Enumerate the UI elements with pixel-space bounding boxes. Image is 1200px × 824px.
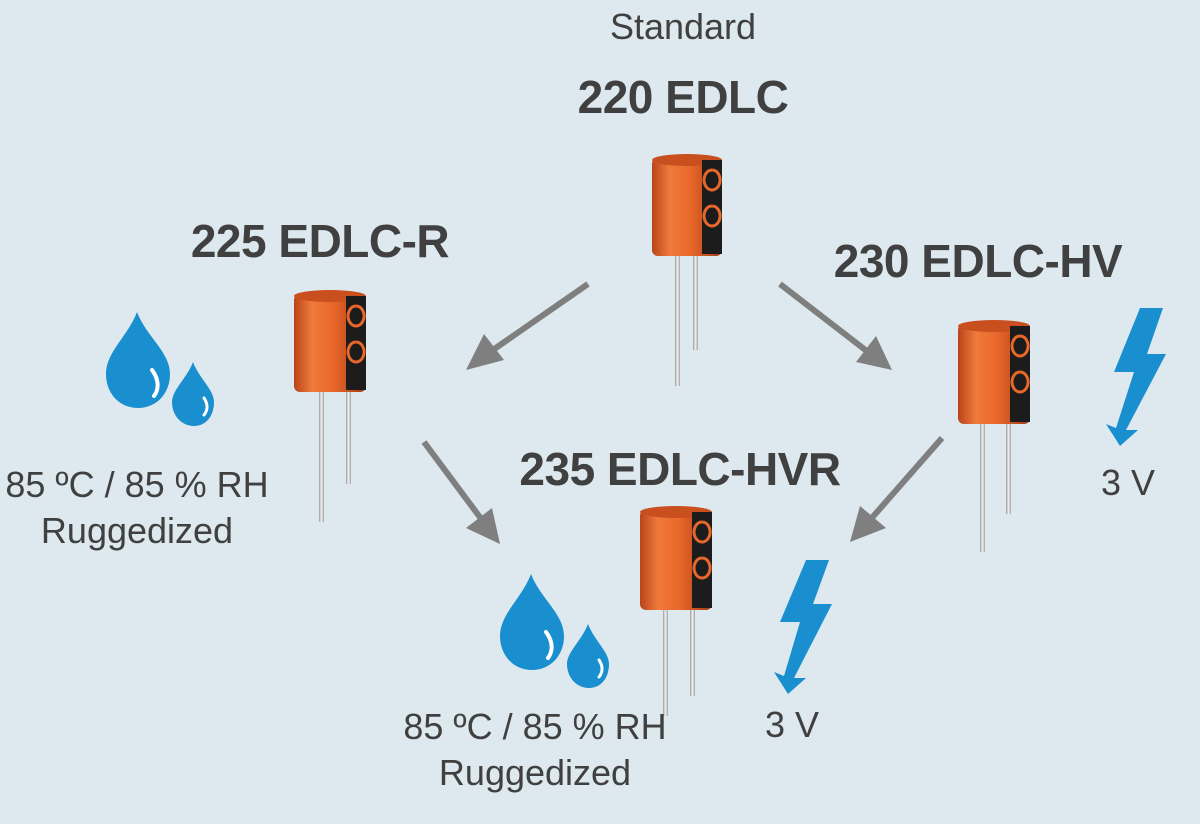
title-230-edlc-hv: 230 EDLC-HV xyxy=(833,235,1123,287)
title-220-edlc: 220 EDLC xyxy=(577,71,789,123)
arrow-icon xyxy=(466,281,590,370)
capacitor-icon xyxy=(652,154,722,386)
standard-label: Standard xyxy=(609,6,757,47)
title-225-edlc-r: 225 EDLC-R xyxy=(190,215,450,267)
bottom-voltage: 3 V xyxy=(764,704,820,745)
bottom-conditions-note: 85 ºC / 85 % RH Ruggedized xyxy=(403,704,666,796)
water-drops-icon xyxy=(500,574,609,688)
arrow-icon xyxy=(778,281,892,370)
left-note-line2: Ruggedized xyxy=(40,510,234,551)
capacitor-icon xyxy=(640,506,712,716)
capacitor-icon xyxy=(294,290,366,522)
title-235-edlc-hvr: 235 EDLC-HVR xyxy=(519,443,841,495)
arrow-icon xyxy=(850,436,945,542)
bottom-note-line2: Ruggedized xyxy=(438,752,632,793)
capacitor-icon xyxy=(958,320,1030,552)
lightning-bolt-icon xyxy=(1106,308,1166,446)
water-drops-icon xyxy=(106,312,214,426)
arrow-icon xyxy=(421,440,500,544)
right-voltage: 3 V xyxy=(1100,462,1156,503)
lightning-bolt-icon xyxy=(774,560,832,694)
left-conditions-note: 85 ºC / 85 % RH Ruggedized xyxy=(5,462,268,554)
bottom-note-line1: 85 ºC / 85 % RH xyxy=(403,706,667,747)
left-note-line1: 85 ºC / 85 % RH xyxy=(5,464,269,505)
